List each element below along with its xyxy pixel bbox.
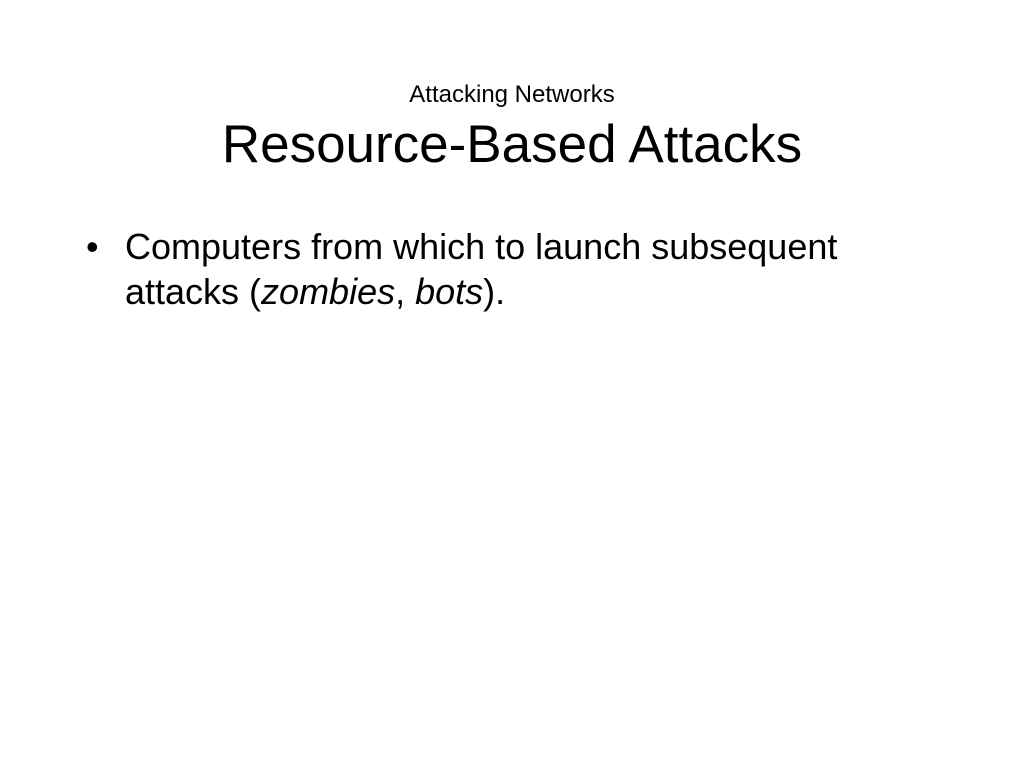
term-bots: bots bbox=[415, 271, 484, 312]
bullet-line-2-suffix: ). bbox=[483, 271, 506, 312]
bullet-list: • Computers from which to launch subsequ… bbox=[84, 224, 944, 314]
slide-title: Resource-Based Attacks bbox=[221, 115, 803, 174]
bullet-marker: • bbox=[86, 226, 99, 267]
bullet-line-2-prefix: attacks ( bbox=[125, 271, 262, 312]
bullet-line-1: Computers from which to launch subsequen… bbox=[125, 226, 838, 267]
title-block: Attacking Networks Resource-Based Attack… bbox=[0, 78, 1024, 174]
slide-subtitle: Attacking Networks bbox=[409, 81, 615, 108]
term-zombies: zombies bbox=[261, 271, 396, 312]
term-separator: , bbox=[395, 271, 416, 312]
bullet-item: • Computers from which to launch subsequ… bbox=[84, 224, 944, 314]
